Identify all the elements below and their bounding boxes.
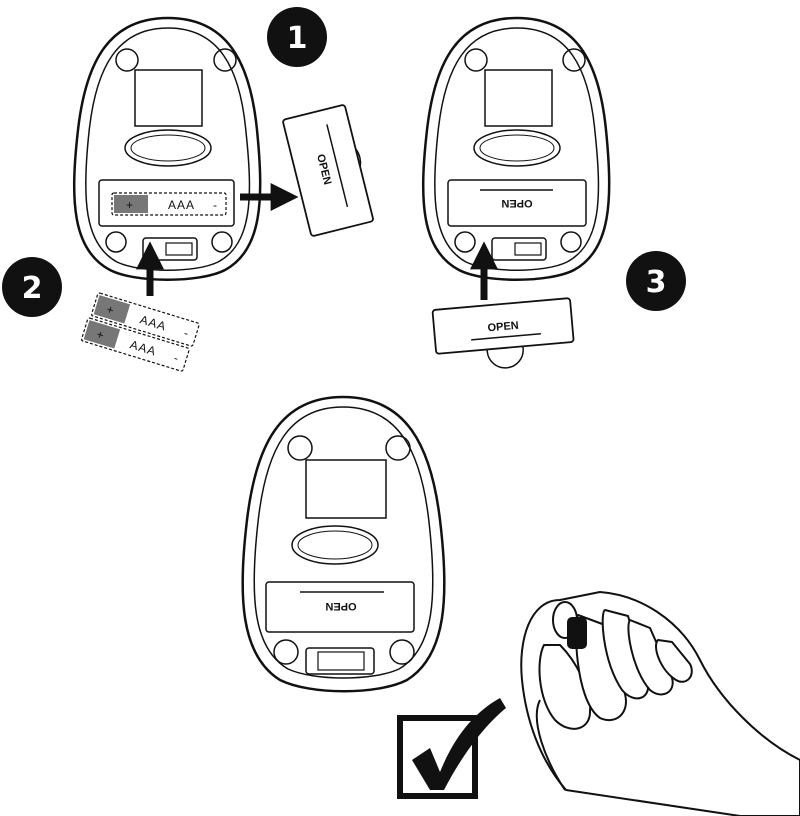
mouse-1-underside: + AAA - (72, 16, 262, 281)
sensor-window (291, 525, 379, 565)
sensor-window (473, 129, 561, 167)
battery-cover-to-insert: OPEN (431, 297, 575, 369)
foot-pad (560, 231, 582, 253)
foot-pad (211, 231, 233, 253)
power-switch (491, 237, 547, 261)
battery-icon: + AAA - (91, 292, 200, 347)
battery-plus-label: + (105, 302, 117, 318)
mouse-2-underside: OPEN (421, 16, 611, 281)
battery-cover-closed (265, 581, 415, 633)
power-switch (305, 647, 375, 675)
battery-plus-label: + (95, 327, 107, 343)
battery-icon: + AAA - (111, 192, 227, 216)
foot-pad (464, 48, 488, 72)
battery-minus-label: - (213, 198, 218, 212)
battery-minus-label: - (182, 326, 191, 341)
step-1-number: 1 (287, 21, 308, 56)
mouse-icon (72, 16, 262, 281)
mouse-icon (241, 395, 446, 693)
foot-pad (213, 48, 237, 72)
removed-battery-cover: OPEN (282, 104, 374, 237)
foot-pad (273, 639, 299, 665)
label-plate (134, 69, 203, 127)
loose-battery-2: + AAA - (81, 317, 190, 372)
foot-pad (105, 231, 127, 253)
step-2-number: 2 (22, 271, 43, 306)
mouse-icon (421, 16, 611, 281)
loose-battery-1: + AAA - (91, 292, 200, 347)
label-plate (484, 69, 553, 127)
step-badge-icon (267, 7, 327, 67)
foot-pad (562, 48, 586, 72)
step-1-badge: 1 (267, 7, 327, 67)
foot-pad (454, 231, 476, 253)
label-plate (305, 459, 387, 519)
cover-open-label: OPEN (325, 600, 356, 612)
cover-open-label: OPEN (501, 197, 532, 209)
battery-icon: + AAA - (81, 317, 190, 372)
mouse-3-underside: OPEN (241, 395, 446, 693)
foot-pad (115, 48, 139, 72)
sensor-window (124, 129, 212, 167)
battery-cover-closed (447, 179, 587, 227)
step-3-number: 3 (646, 265, 667, 300)
battery-minus-label: - (172, 351, 181, 366)
foot-pad (385, 435, 411, 461)
step-2-badge: 2 (2, 257, 62, 317)
step-badge-icon (2, 257, 62, 317)
foot-pad (287, 435, 313, 461)
foot-pad (389, 639, 415, 665)
step-badge-icon (626, 251, 686, 311)
step-3-badge: 3 (626, 251, 686, 311)
battery-plus-label: + (126, 198, 134, 212)
battery-type-label: AAA (168, 198, 195, 212)
checkmark-icon (397, 698, 506, 799)
cover-open-label: OPEN (487, 320, 519, 335)
hand-icon (520, 591, 800, 816)
